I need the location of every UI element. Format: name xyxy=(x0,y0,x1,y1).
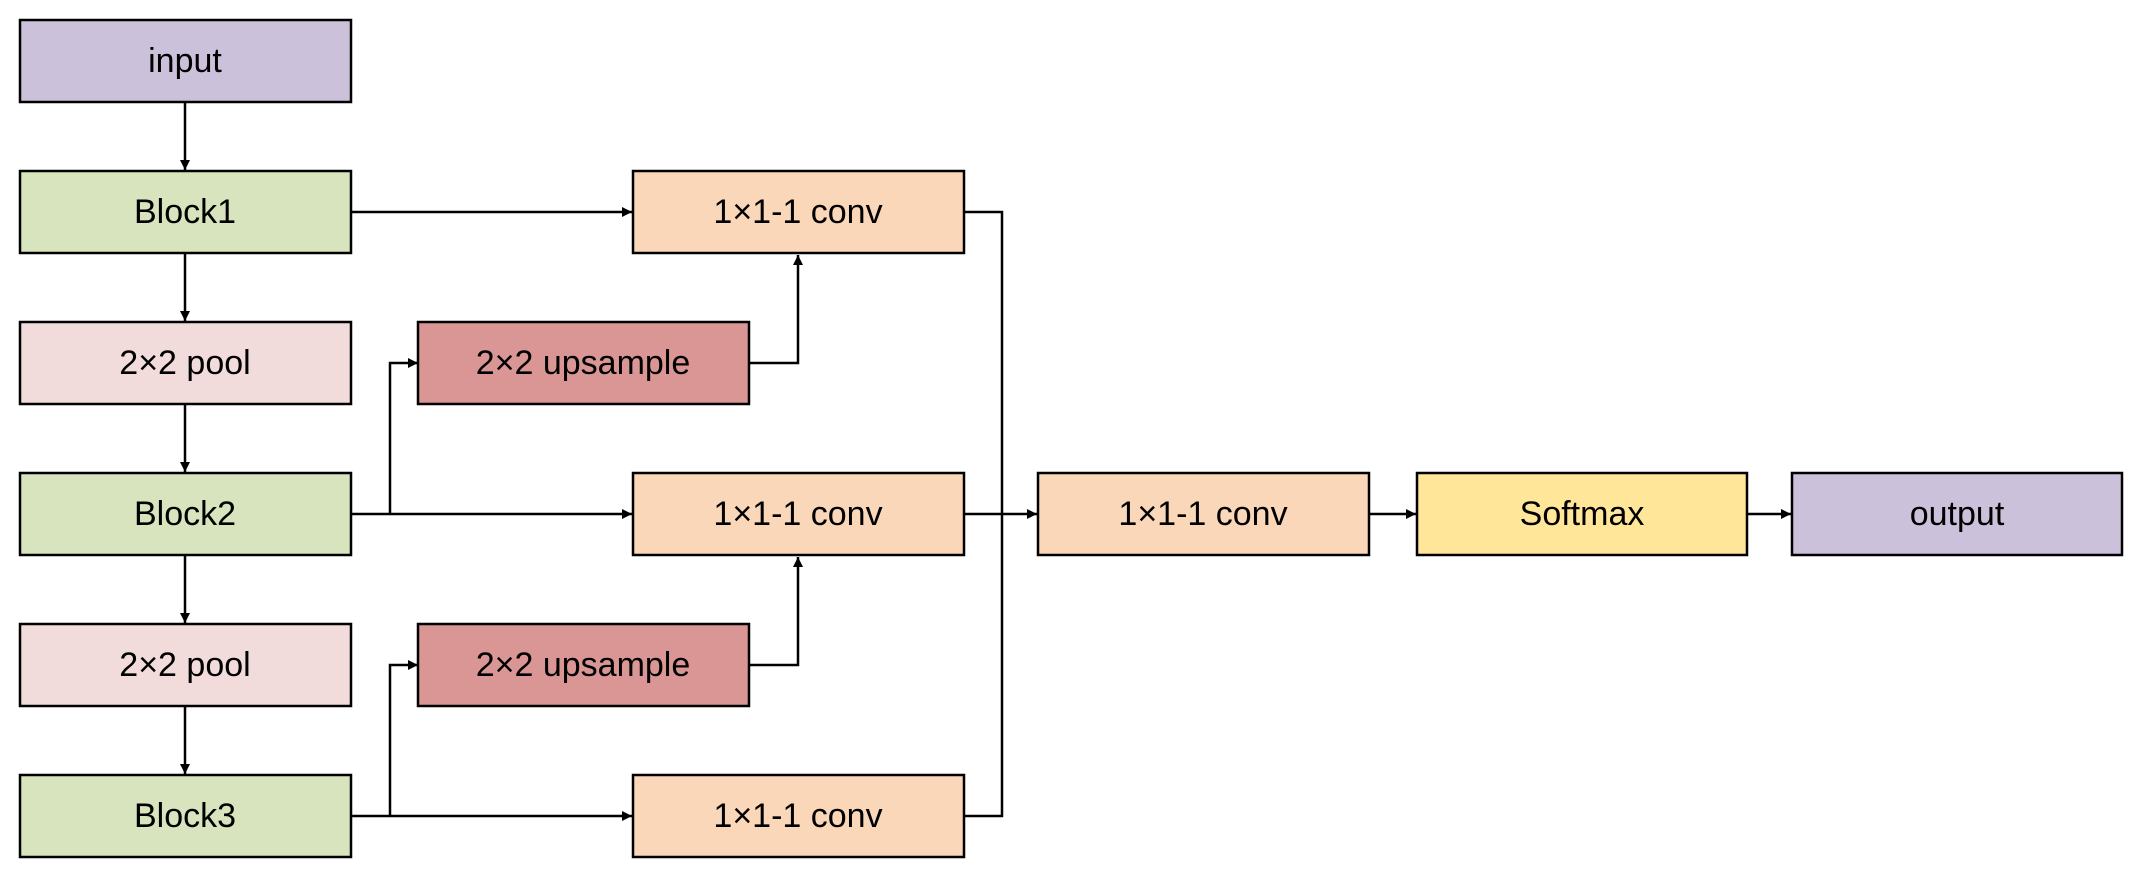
block1-label: Block1 xyxy=(134,193,236,231)
pool2-node: 2×2 pool xyxy=(18,622,353,708)
block3-label: Block3 xyxy=(134,797,236,835)
pool2-box xyxy=(18,622,353,708)
input-node: input xyxy=(18,18,353,104)
upsample1-node: 2×2 upsample xyxy=(416,320,751,406)
softmax-node: Softmax xyxy=(1415,471,1749,557)
block1-node: Block1 xyxy=(18,169,353,255)
conv-merge-box xyxy=(1036,471,1371,557)
conv-merge-label: 1×1-1 conv xyxy=(1118,495,1287,533)
block2-box xyxy=(18,471,353,557)
conv3-node: 1×1-1 conv xyxy=(631,773,966,859)
pool1-label: 2×2 pool xyxy=(119,344,250,382)
conv-merge-node: 1×1-1 conv xyxy=(1036,471,1371,557)
input-box xyxy=(18,18,353,104)
output-label: output xyxy=(1910,495,2005,533)
upsample1-box xyxy=(416,320,751,406)
pool1-box xyxy=(18,320,353,406)
edge-upsample1-conv1 xyxy=(749,255,803,365)
block2-node: Block2 xyxy=(18,471,353,557)
softmax-box xyxy=(1415,471,1749,557)
edge-block2-upsample1 xyxy=(388,358,418,514)
upsample1-label: 2×2 upsample xyxy=(476,344,691,382)
conv2-label: 1×1-1 conv xyxy=(713,495,882,533)
conv3-box xyxy=(631,773,966,859)
upsample2-label: 2×2 upsample xyxy=(476,646,691,684)
nodes: input Block1 2×2 pool Block2 2×2 pool Bl… xyxy=(18,18,2124,859)
conv1-label: 1×1-1 conv xyxy=(713,193,882,231)
conv1-box xyxy=(631,169,966,255)
edge-conv1-merge xyxy=(964,210,1004,514)
edges xyxy=(180,103,1791,821)
block3-node: Block3 xyxy=(18,773,353,859)
input-label: input xyxy=(148,42,222,80)
conv2-node: 1×1-1 conv xyxy=(631,471,966,557)
upsample2-box xyxy=(416,622,751,708)
block2-label: Block2 xyxy=(134,495,236,533)
conv2-box xyxy=(631,471,966,557)
block3-box xyxy=(18,773,353,859)
edge-conv3-merge xyxy=(964,514,1004,818)
output-node: output xyxy=(1790,471,2124,557)
edge-block3-upsample2 xyxy=(388,660,418,816)
upsample2-node: 2×2 upsample xyxy=(416,622,751,708)
output-box xyxy=(1790,471,2124,557)
conv3-label: 1×1-1 conv xyxy=(713,797,882,835)
edge-upsample2-conv2 xyxy=(749,557,803,667)
block1-box xyxy=(18,169,353,255)
conv1-node: 1×1-1 conv xyxy=(631,169,966,255)
softmax-label: Softmax xyxy=(1520,495,1645,533)
pool1-node: 2×2 pool xyxy=(18,320,353,406)
pool2-label: 2×2 pool xyxy=(119,646,250,684)
